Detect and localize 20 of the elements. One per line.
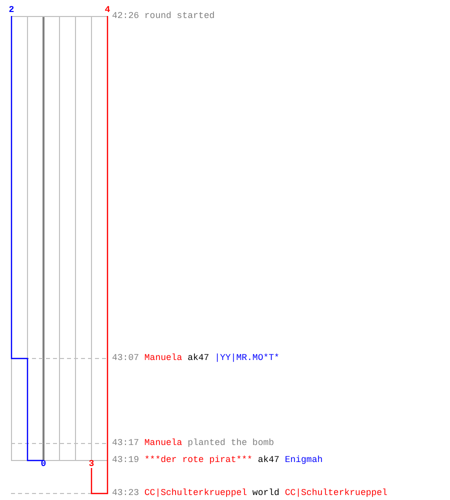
weapon-name: world bbox=[252, 488, 280, 498]
event-text: planted the bomb bbox=[188, 438, 274, 448]
timestamp: 43:19 bbox=[112, 455, 140, 465]
player-name: CC|Schulterkrueppel bbox=[144, 488, 248, 498]
player-name: ***der rote pirat*** bbox=[144, 455, 252, 465]
team-count-label: 2 bbox=[8, 5, 14, 15]
event-text: round started bbox=[144, 11, 215, 21]
player-name: |YY|MR.MO*T* bbox=[214, 353, 280, 363]
timestamp: 42:26 bbox=[112, 11, 140, 21]
timestamp: 43:23 bbox=[112, 488, 140, 498]
timestamp: 43:17 bbox=[112, 438, 140, 448]
timestamp: 43:07 bbox=[112, 353, 140, 363]
player-name: CC|Schulterkrueppel bbox=[284, 488, 388, 498]
weapon-name: ak47 bbox=[188, 353, 210, 363]
team-count-label: 4 bbox=[104, 5, 110, 15]
weapon-name: ak47 bbox=[258, 455, 280, 465]
player-name: Enigmah bbox=[284, 455, 323, 465]
player-name: Manuela bbox=[144, 438, 182, 448]
player-name: Manuela bbox=[144, 353, 182, 363]
team-count-label: 3 bbox=[88, 459, 94, 469]
